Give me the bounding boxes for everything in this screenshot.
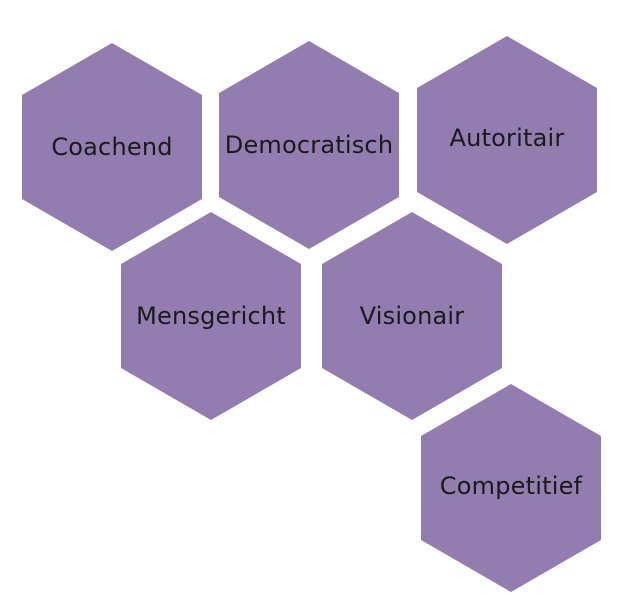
hexagon-visionair: Visionair <box>322 212 502 420</box>
hexagon-coachend: Coachend <box>22 43 202 251</box>
hexagon-label: Autoritair <box>449 124 565 152</box>
hexagon-label: Competitief <box>439 472 583 500</box>
hexagon-democratisch: Democratisch <box>219 41 399 249</box>
hexagon-competitief: Competitief <box>421 384 601 592</box>
hexagon-label: Coachend <box>51 133 173 161</box>
hexagon-mensgericht: Mensgericht <box>121 212 301 420</box>
hexagon-autoritair: Autoritair <box>417 36 597 244</box>
hexagon-label: Visionair <box>359 302 465 330</box>
hexagon-label: Mensgericht <box>136 302 286 330</box>
hexagon-label: Democratisch <box>224 131 394 159</box>
